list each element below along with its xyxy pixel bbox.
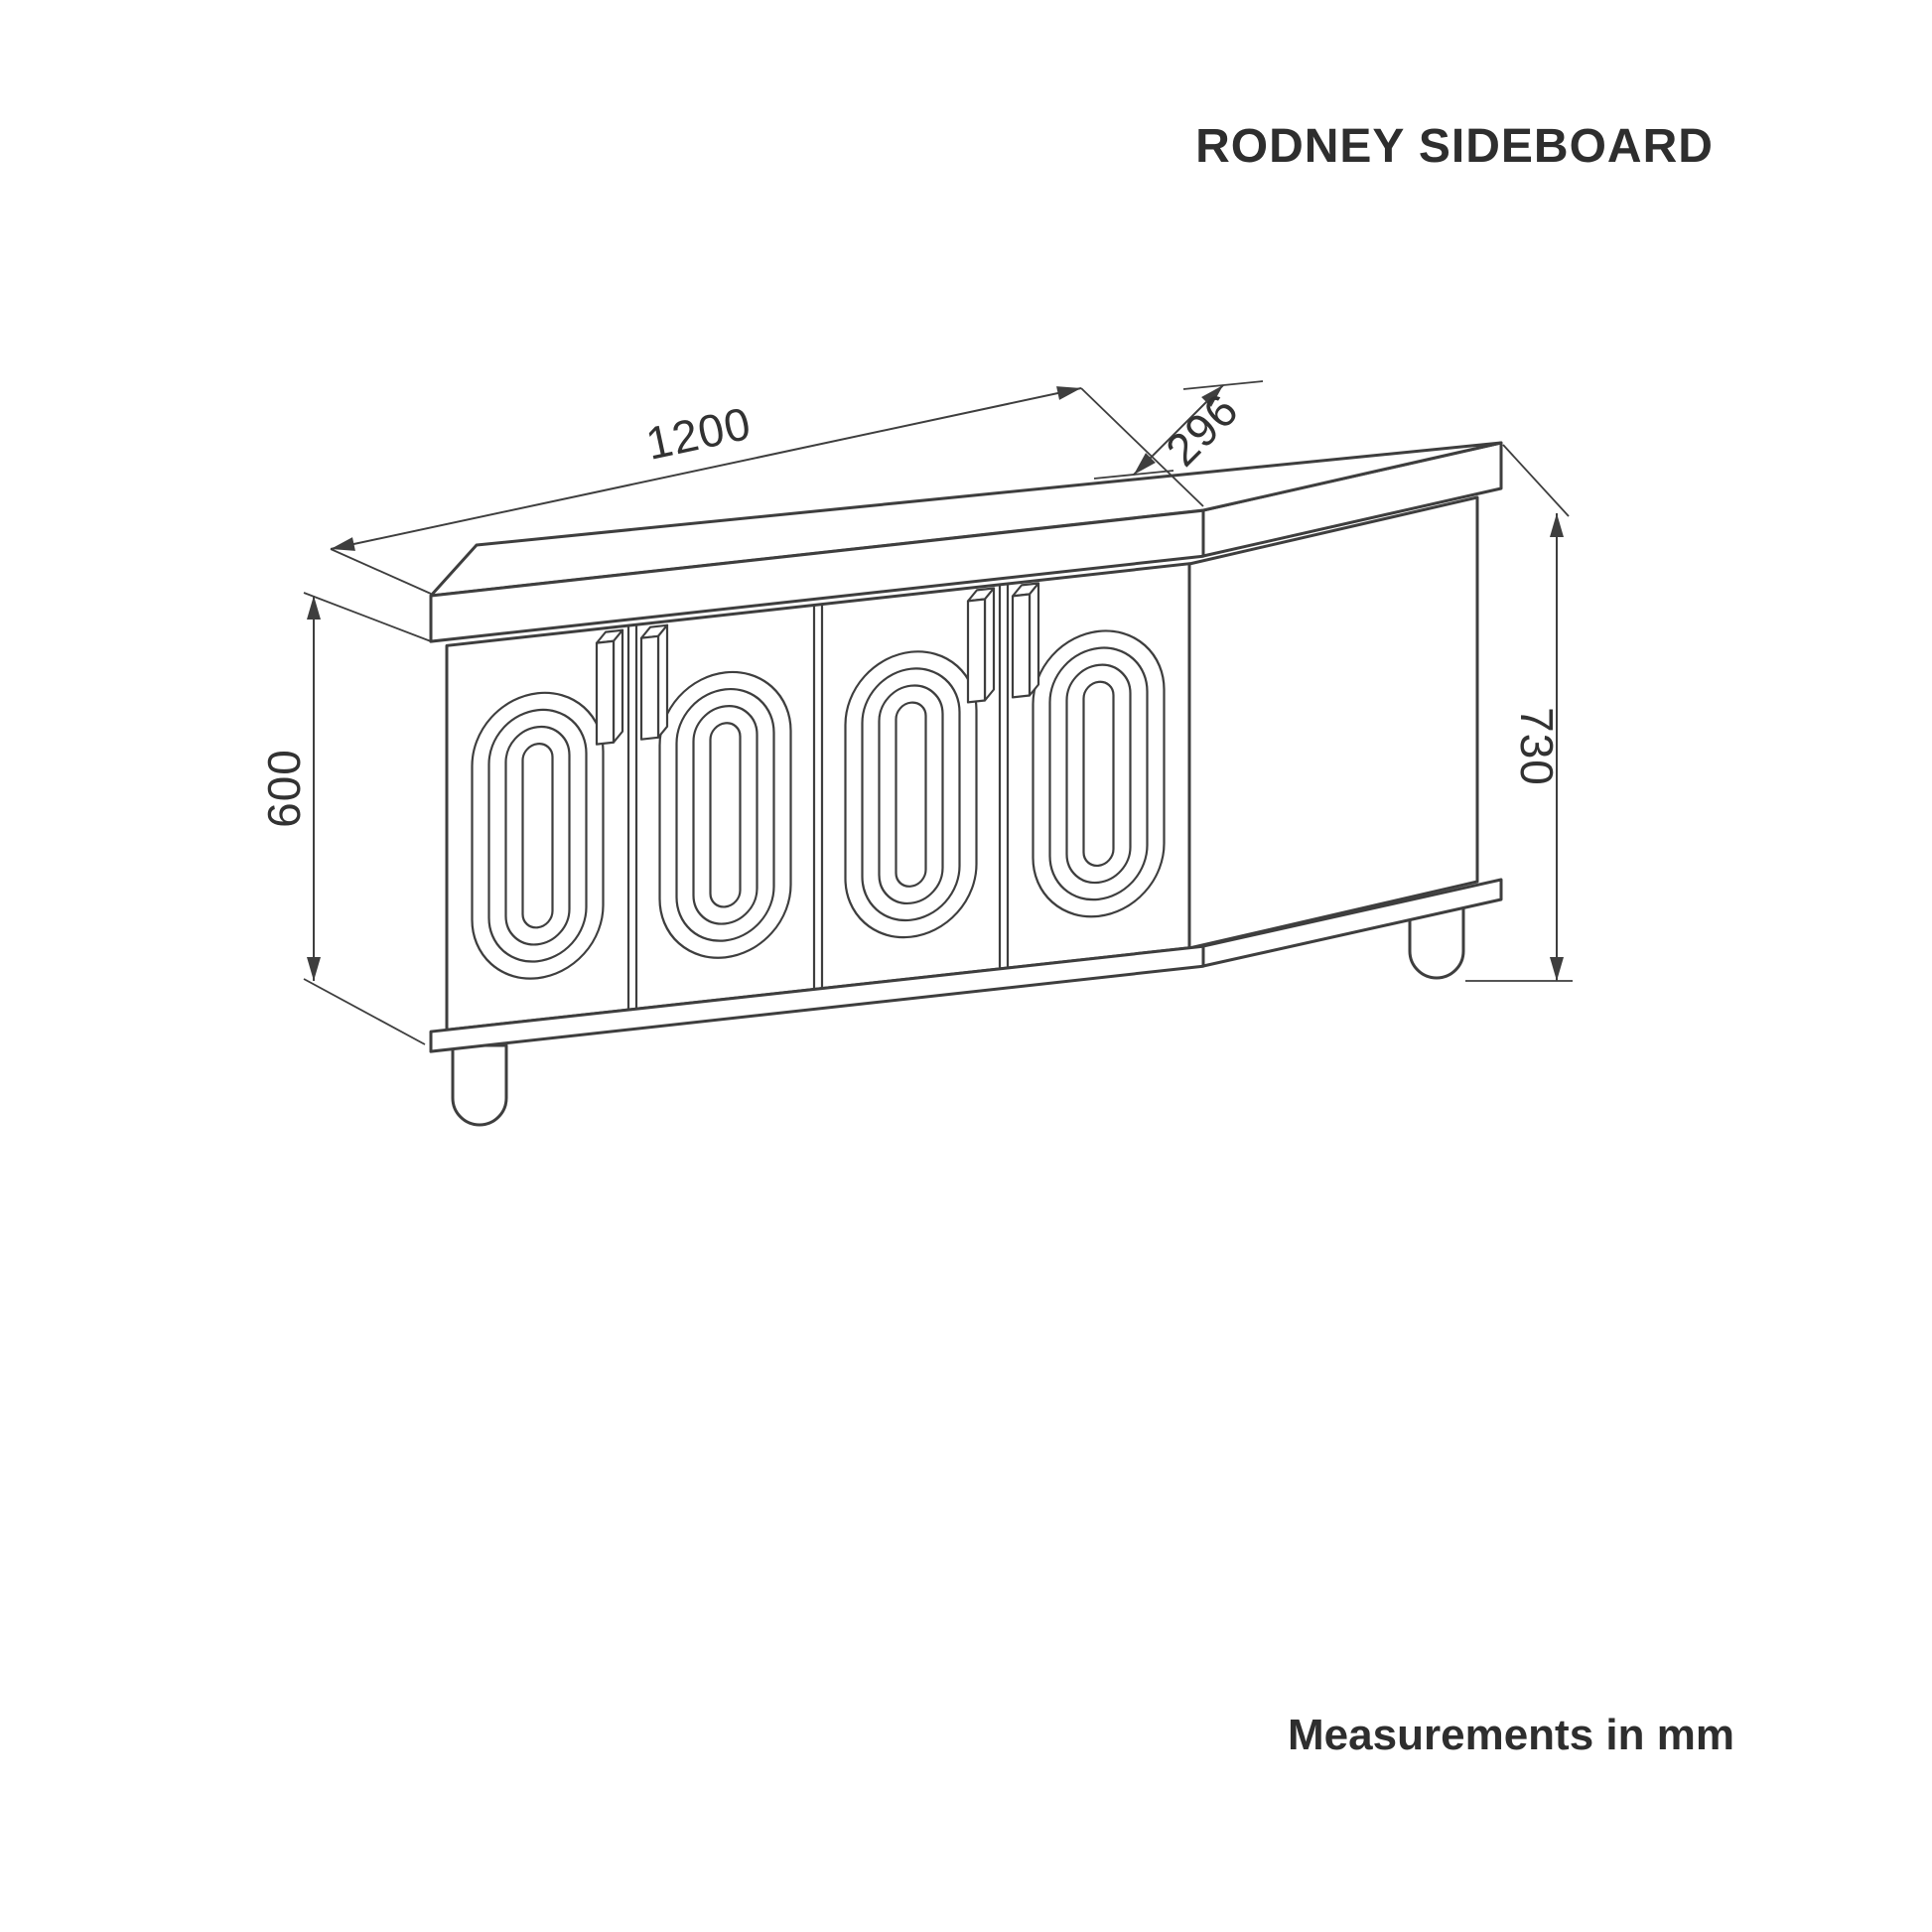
dimension-body-height: 600 (258, 592, 432, 1045)
dimension-total-height: 730 (1465, 444, 1573, 982)
arc-line (709, 722, 742, 908)
door-handle (983, 587, 996, 702)
extension-line (303, 592, 432, 642)
sideboard-drawing (429, 441, 1503, 1127)
door-handle (612, 628, 624, 744)
arc-line (861, 667, 961, 922)
extension-line (330, 548, 432, 595)
door-arc-motif-2 (658, 670, 792, 959)
units-note: Measurements in mm (1288, 1711, 1734, 1759)
arc-line (1065, 663, 1132, 885)
door-handle (1011, 593, 1032, 699)
dimension-label-total-height: 730 (1511, 707, 1563, 786)
arc-line (471, 691, 605, 980)
door-handle (966, 598, 987, 704)
arc-line (1032, 629, 1166, 918)
arc-line (504, 725, 571, 946)
door-handle (656, 623, 669, 739)
dimension-arrow-depth (1133, 384, 1224, 476)
extension-line (1502, 444, 1570, 517)
diagram-title: RODNEY SIDEBOARD (1195, 120, 1714, 173)
door-handle (1028, 582, 1040, 697)
arc-line (844, 650, 978, 939)
base-panel-front (429, 944, 1205, 1053)
dimension-width: 1200 (330, 386, 1204, 595)
door-arc-motif-4 (1032, 629, 1166, 918)
leg-rear-right (1408, 901, 1465, 980)
door-handle (639, 634, 660, 741)
dimension-depth: 296 (1093, 380, 1264, 480)
arc-line (1048, 646, 1149, 901)
arc-line (1082, 680, 1115, 868)
handle-pair-left (595, 623, 669, 746)
extension-line (303, 978, 426, 1045)
door-arc-motif-3 (844, 650, 978, 939)
dimension-label-depth: 296 (1156, 383, 1248, 476)
door-gaps (626, 582, 1010, 1012)
handle-pair-right (966, 582, 1040, 704)
door-handle (595, 639, 616, 746)
dimension-arrow-width (330, 386, 1082, 551)
front-elevation (429, 508, 1205, 1053)
arc-line (675, 687, 775, 942)
side-panel-right (1187, 495, 1479, 950)
arc-line (521, 743, 554, 929)
door-arc-motif-1 (471, 691, 605, 980)
dimension-label-body-height: 600 (258, 749, 310, 828)
arc-line (692, 705, 759, 925)
arc-line (487, 708, 588, 963)
arc-line (658, 670, 792, 959)
arc-line (878, 684, 944, 905)
dimension-label-width: 1200 (641, 397, 756, 470)
arc-line (895, 701, 927, 888)
leg-front-left (451, 1043, 508, 1127)
